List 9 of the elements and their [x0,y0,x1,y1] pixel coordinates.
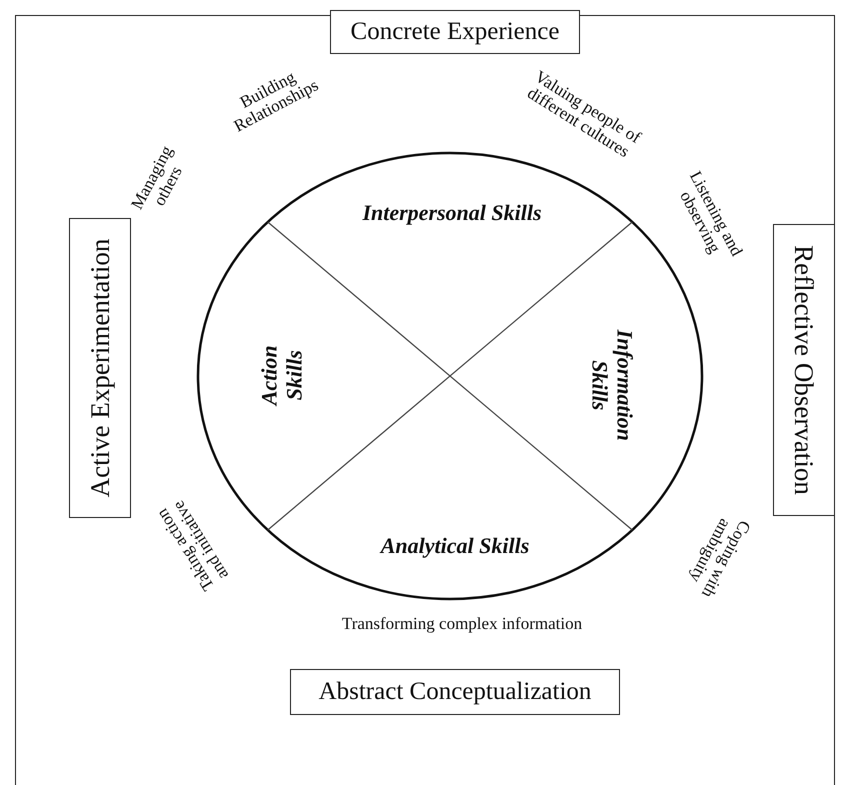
stage-box: Reflective Observation [773,224,835,516]
quadrant-label: Action Skills [256,344,308,408]
stage-box: Concrete Experience [330,10,580,54]
quadrant-label: Interpersonal Skills [361,200,543,225]
skill-label: Transforming complex information [340,615,584,633]
quadrant-label: Information Skills [586,328,638,442]
stage-box: Active Experimentation [69,218,131,518]
stage-box: Abstract Conceptualization [290,669,620,715]
quadrant-label: Analytical Skills [378,532,530,558]
